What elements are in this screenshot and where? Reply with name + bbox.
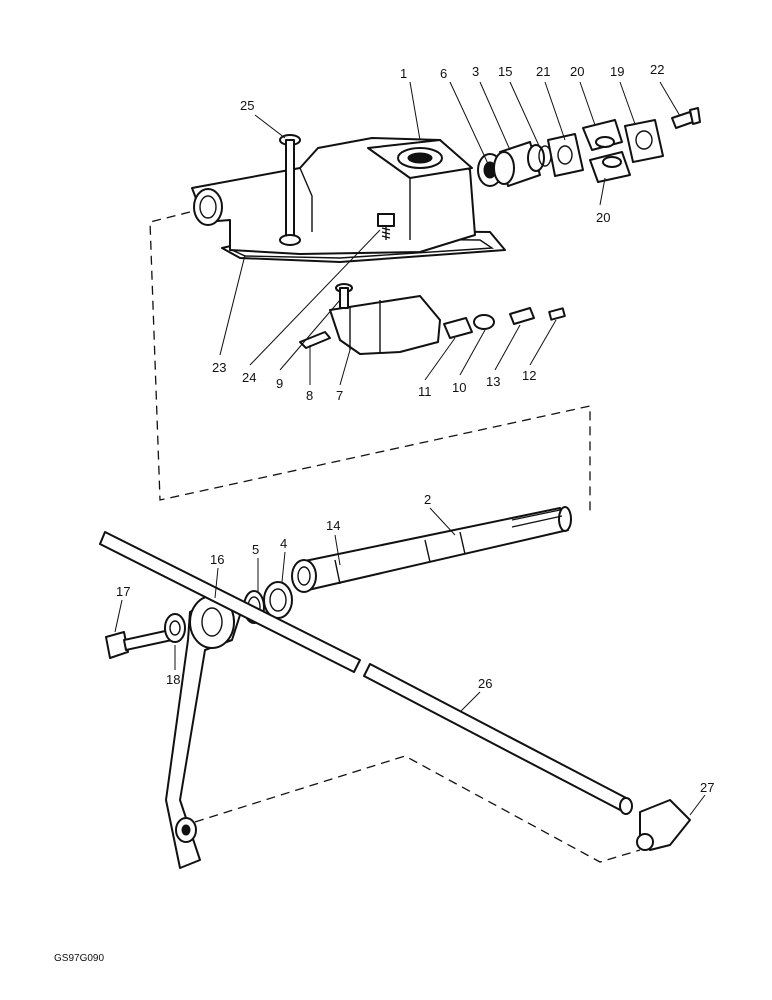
callout-5: 5: [252, 542, 259, 557]
bolt-24: [377, 213, 395, 240]
callout-14: 14: [326, 518, 340, 533]
callout-3: 3: [472, 64, 479, 79]
callout-12: 12: [522, 368, 536, 383]
callout-13: 13: [486, 374, 500, 389]
bolt-22: [671, 107, 701, 129]
callout-18: 18: [166, 672, 180, 687]
callout-25: 25: [240, 98, 254, 113]
callout-6: 6: [440, 66, 447, 81]
link-arm-7: [299, 283, 566, 355]
callout-20-top: 20: [570, 64, 584, 79]
assembly-dashed-lines: [149, 211, 641, 863]
rod-26: [99, 531, 633, 815]
callout-22: 22: [650, 62, 664, 77]
callout-9: 9: [276, 376, 283, 391]
callout-20-bottom: 20: [596, 210, 610, 225]
plates-21-20-19: [547, 119, 664, 183]
callout-10: 10: [452, 380, 466, 395]
leader-lines: [114, 81, 706, 816]
callout-26: 26: [478, 676, 492, 691]
rod-end-27: [636, 799, 691, 851]
callout-labels: 1 6 3 15 21 20 19 22 20 25 23 24 9 8 7 1…: [116, 62, 714, 795]
callout-1: 1: [400, 66, 407, 81]
callout-27: 27: [700, 780, 714, 795]
callout-8: 8: [306, 388, 313, 403]
callout-2: 2: [424, 492, 431, 507]
callout-24: 24: [242, 370, 256, 385]
bolt-17-washer-18: [105, 613, 186, 659]
callout-17: 17: [116, 584, 130, 599]
callout-16: 16: [210, 552, 224, 567]
callout-21: 21: [536, 64, 550, 79]
seal-bush-ring: [493, 141, 552, 187]
callout-11: 11: [418, 384, 432, 399]
figure-reference-code: GS97G090: [54, 953, 105, 964]
callout-4: 4: [280, 536, 287, 551]
callout-7: 7: [336, 388, 343, 403]
callout-19: 19: [610, 64, 624, 79]
callout-15: 15: [498, 64, 512, 79]
cross-shaft-2: [291, 506, 572, 593]
callout-23: 23: [212, 360, 226, 375]
housing-part: [191, 137, 506, 263]
bolt-25: [279, 134, 301, 246]
